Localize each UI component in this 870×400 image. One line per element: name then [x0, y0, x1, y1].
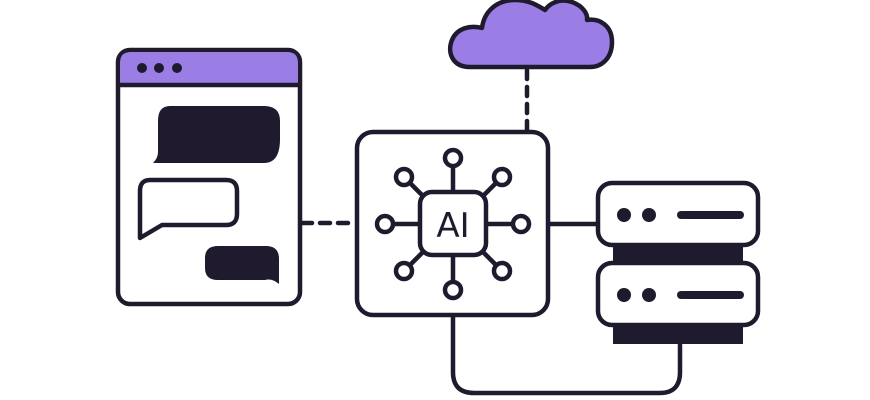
network-node-icon — [491, 166, 513, 188]
cloud-icon — [447, 0, 615, 70]
network-node-icon — [491, 260, 513, 282]
cloud-shape — [447, 0, 615, 70]
titlebar-dot-icon — [172, 63, 182, 73]
ai-hub: AI — [354, 129, 551, 318]
server-led-icon — [617, 288, 631, 302]
network-node-icon — [393, 166, 415, 188]
server-led-icon — [642, 288, 656, 302]
server-base-plate — [613, 244, 743, 266]
network-node-icon — [374, 213, 396, 235]
titlebar-dot-icon — [137, 63, 147, 73]
network-node-icon — [442, 147, 464, 169]
server-stack — [595, 180, 761, 344]
server-led-icon — [617, 208, 631, 222]
chat-window — [115, 47, 303, 307]
chat-bubble-outgoing — [153, 106, 280, 163]
titlebar-dot-icon — [154, 63, 164, 73]
chat-window-titlebar — [120, 52, 298, 84]
chat-bubble-outgoing — [205, 246, 279, 284]
network-node-icon — [393, 260, 415, 282]
network-node-icon — [442, 279, 464, 301]
ai-server-loop-connector — [450, 314, 683, 396]
ai-network-spokes — [390, 162, 516, 285]
ai-chip-icon — [417, 189, 489, 258]
server-base-plate — [613, 322, 743, 344]
ai-label: AI — [436, 206, 469, 246]
chat-bubble-incoming — [137, 177, 240, 241]
server-led-icon — [642, 208, 656, 222]
network-node-icon — [510, 213, 532, 235]
ai-network-nodes — [374, 147, 532, 301]
